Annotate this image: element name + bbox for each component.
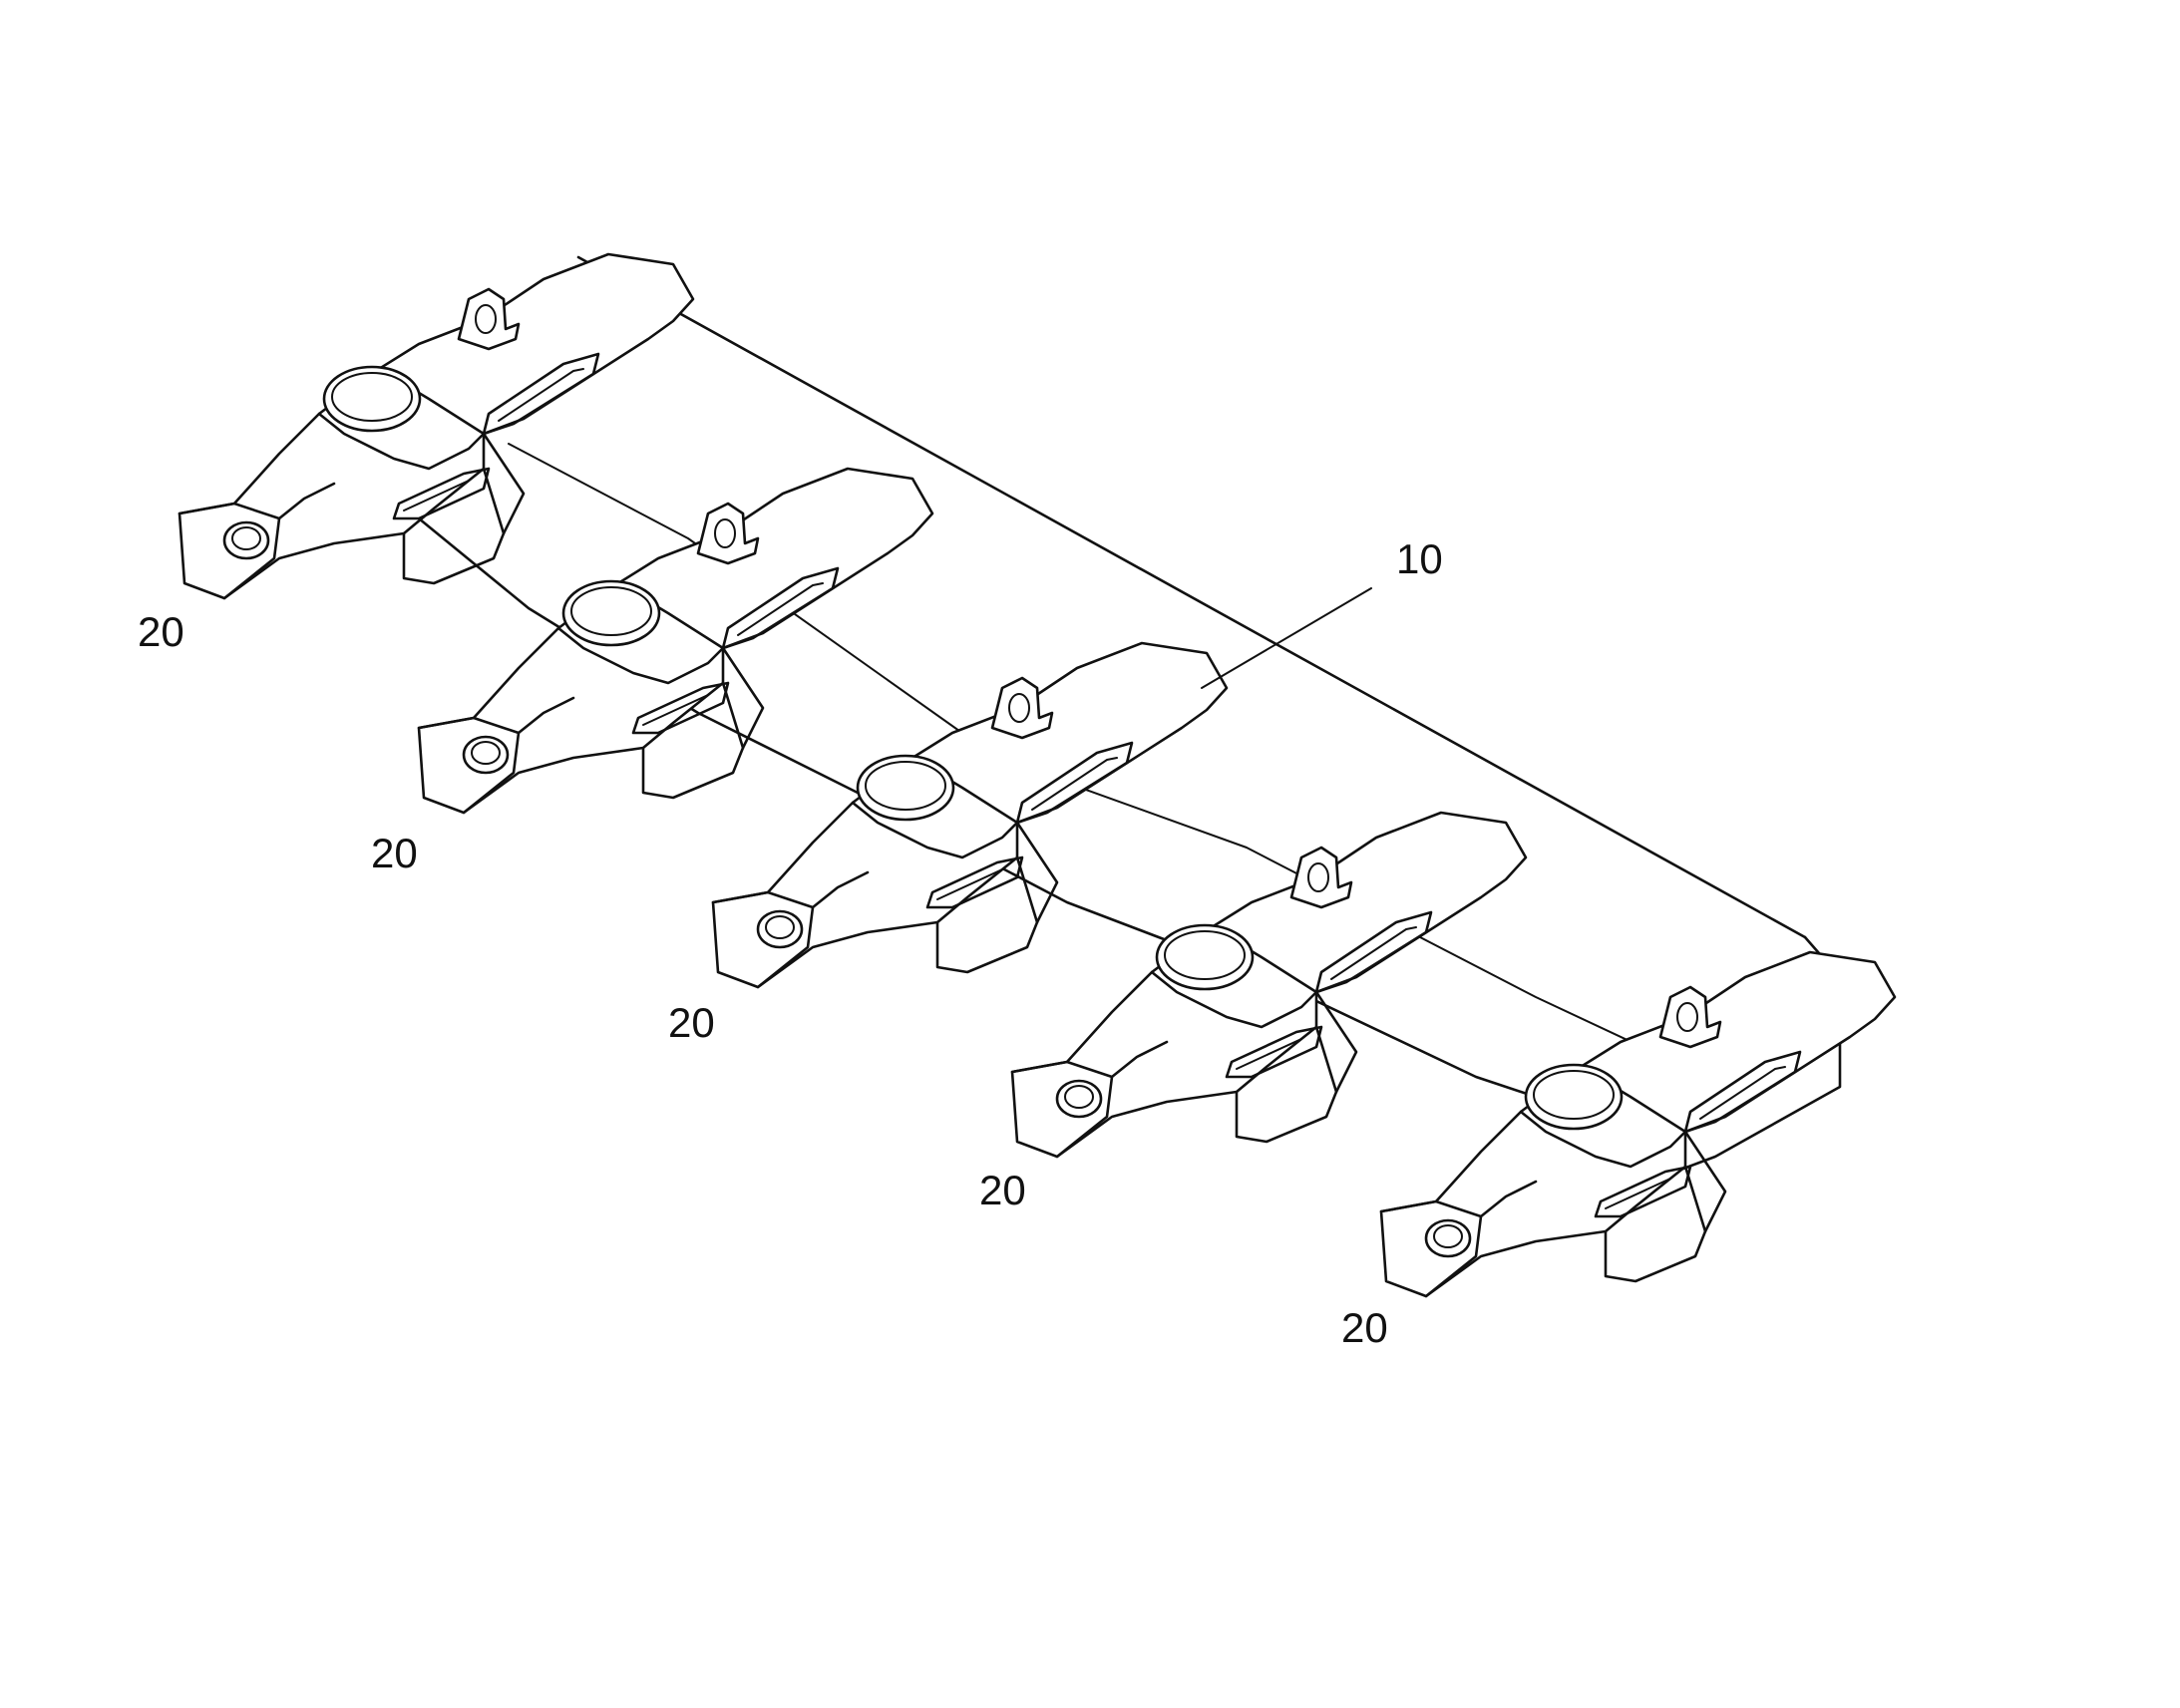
tooth-2 (417, 467, 934, 815)
callout-20-tooth-3: 20 (668, 999, 715, 1046)
callout-20-tooth-1: 20 (138, 608, 184, 655)
tooth-3 (711, 641, 1229, 989)
callout-10-leader (1201, 587, 1372, 689)
adapter-bar-inner-edge (508, 443, 1696, 1073)
callout-20-tooth-4: 20 (979, 1167, 1026, 1213)
tooth-4 (1010, 811, 1528, 1159)
callout-20-tooth-5: 20 (1341, 1304, 1388, 1351)
callout-10: 10 (1396, 535, 1443, 582)
tooth-5 (1379, 950, 1897, 1298)
callout-20-tooth-2: 20 (371, 830, 418, 876)
adapter-bar-top-edge (576, 255, 1807, 939)
tooth-1 (178, 252, 695, 600)
